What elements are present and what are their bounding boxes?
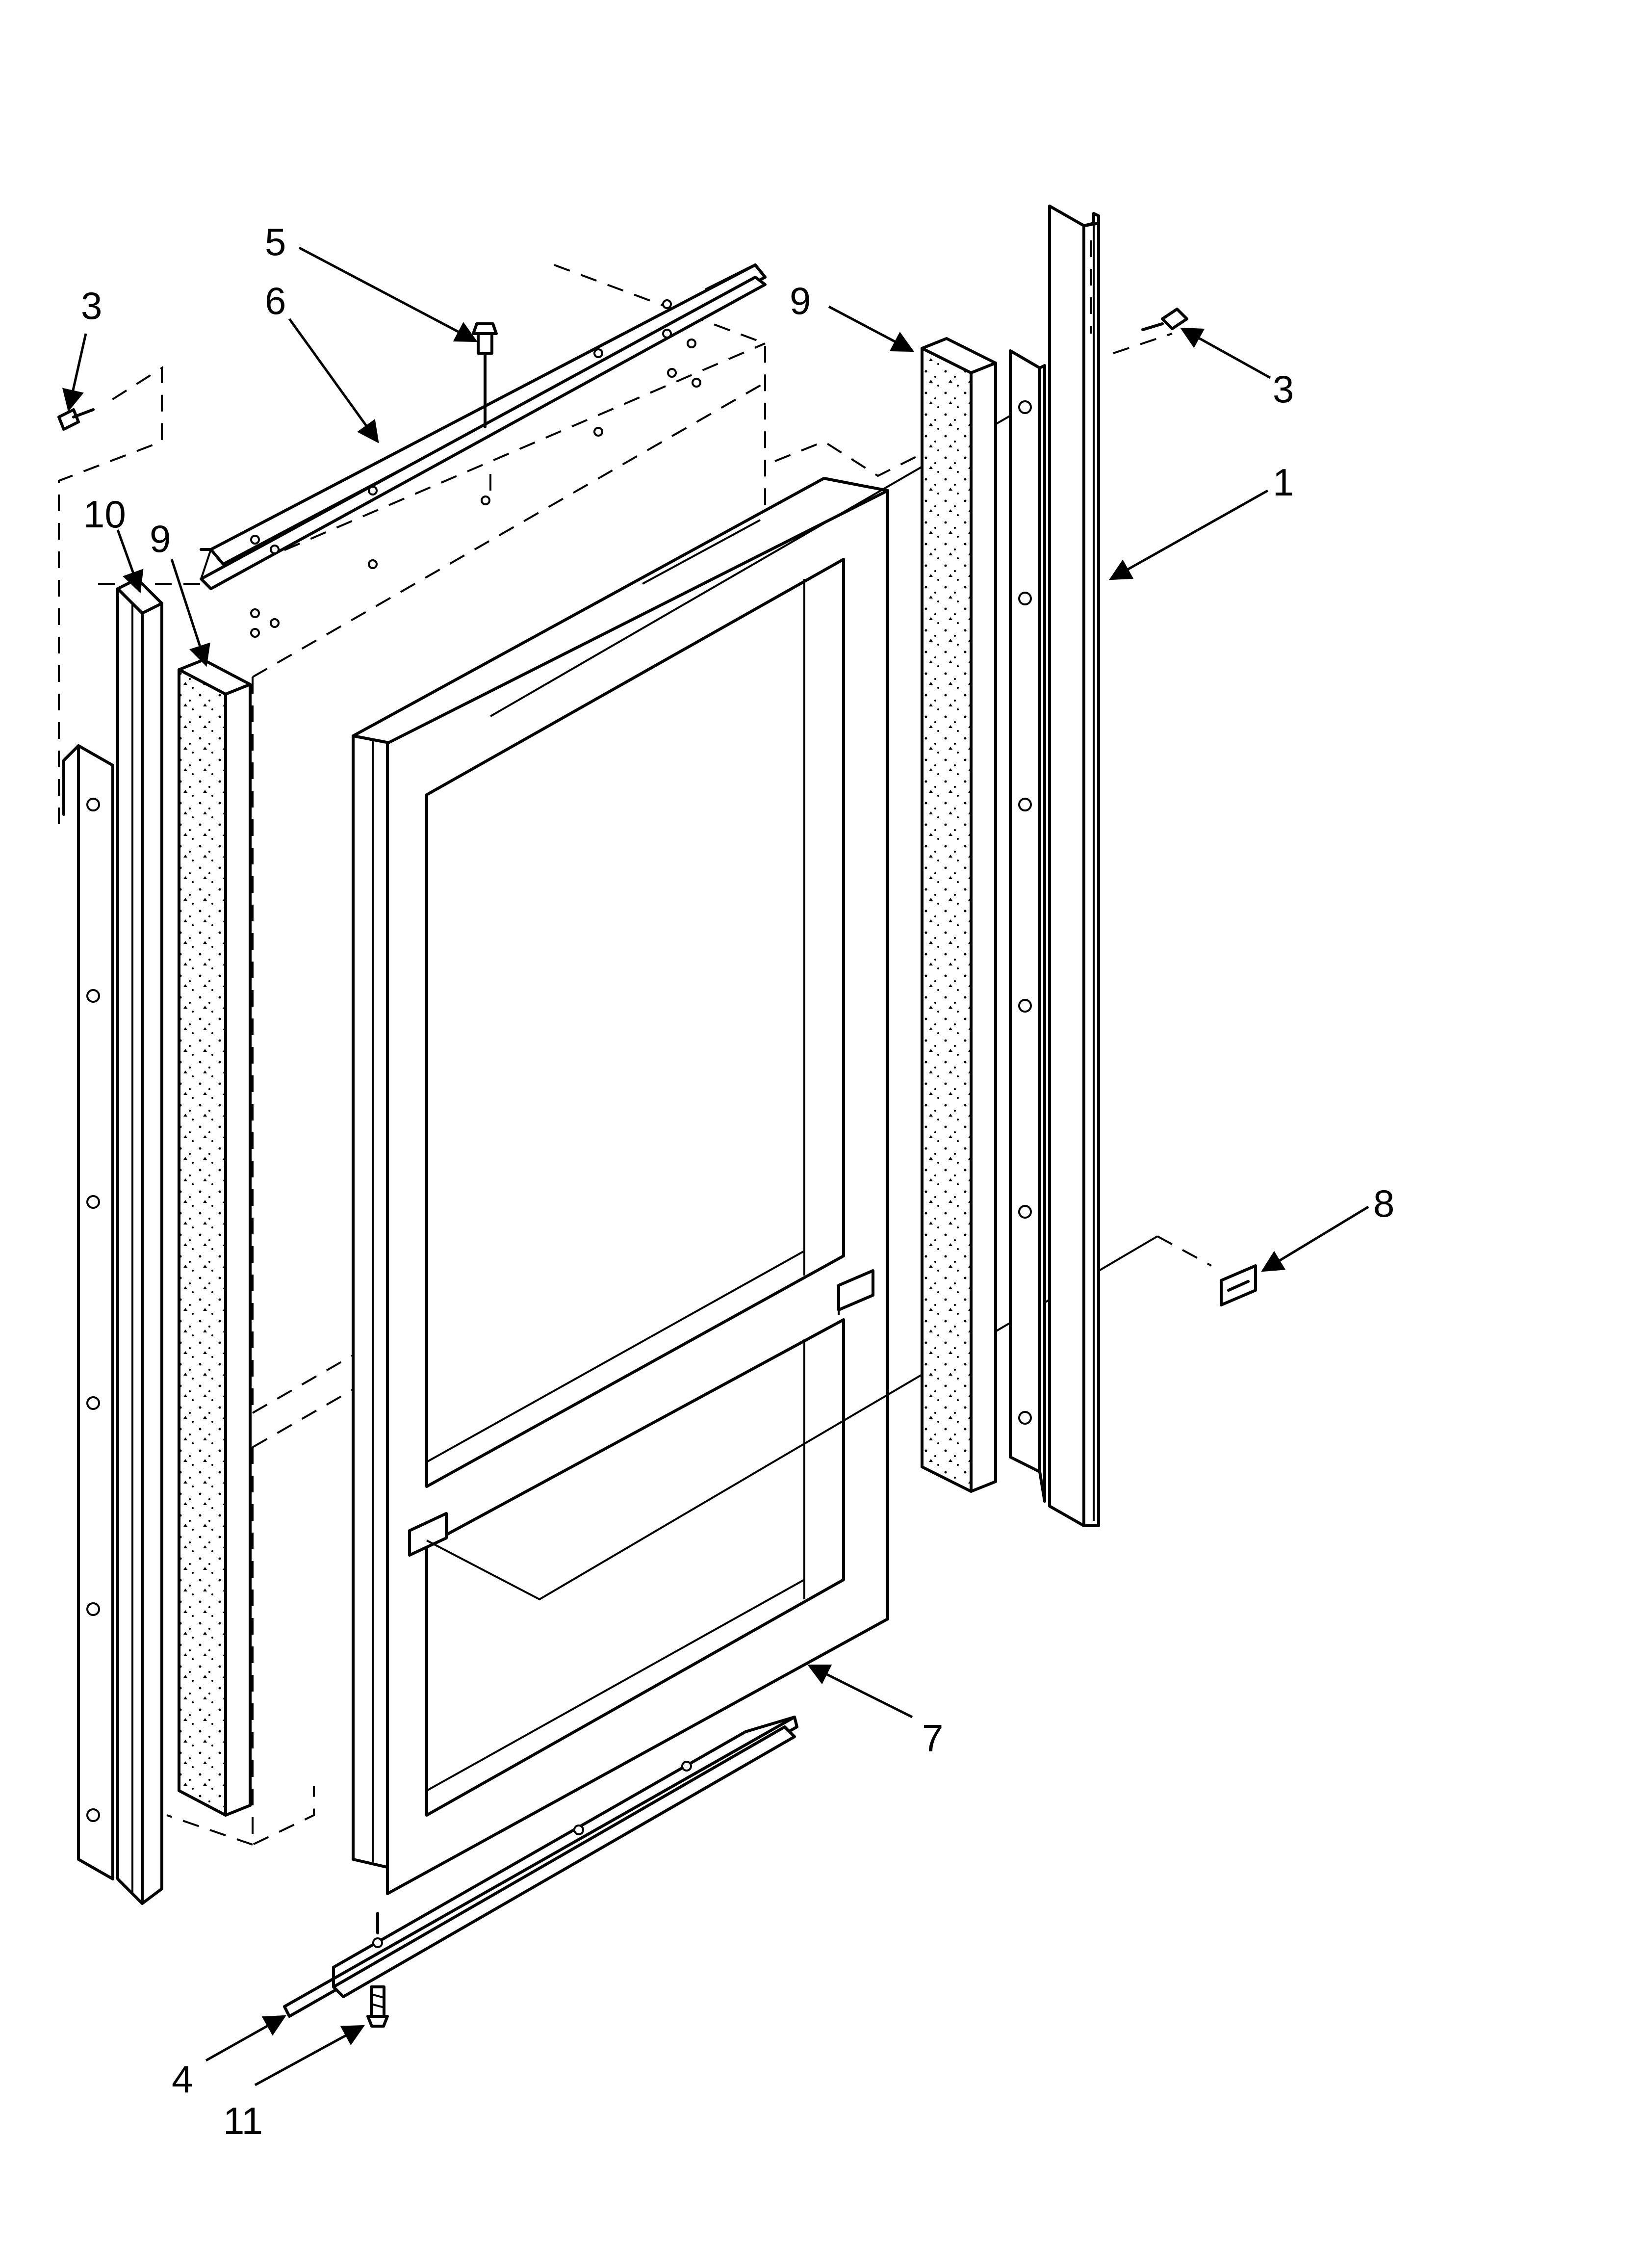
callout-labels: 5 6 3 10 9 9 3 1 8 7 4 11 <box>81 220 1394 2142</box>
top-channel-part-6 <box>200 263 767 638</box>
clip-part-8 <box>1220 1264 1257 1306</box>
callout-9-left: 9 <box>150 517 171 560</box>
bottom-channel-part-4 <box>283 1716 798 2018</box>
right-channel-part-1 <box>1048 205 1100 1527</box>
right-trim-strip <box>1009 349 1046 1503</box>
left-trim-strip <box>62 744 114 1880</box>
door-frame-part-7 <box>352 477 889 1895</box>
callout-5: 5 <box>265 220 286 263</box>
left-foam-strip-part-9 <box>178 658 252 1817</box>
callout-7: 7 <box>922 1717 943 1760</box>
screw-part-3-right <box>1141 308 1188 331</box>
leader-arrows <box>62 246 1369 2086</box>
callout-6: 6 <box>265 279 286 322</box>
callout-4: 4 <box>172 2058 193 2101</box>
callout-8: 8 <box>1373 1182 1394 1225</box>
screw-part-11 <box>366 1985 389 2028</box>
right-foam-strip-part-9 <box>921 337 997 1493</box>
callout-3-right: 3 <box>1273 367 1294 411</box>
left-channel-part-10 <box>116 577 163 1905</box>
callout-9-right: 9 <box>790 279 811 322</box>
callout-11: 11 <box>223 2099 263 2142</box>
callout-3-left: 3 <box>81 284 102 327</box>
callout-1: 1 <box>1273 461 1294 504</box>
screw-part-3-left <box>57 408 95 431</box>
callout-10: 10 <box>83 493 126 536</box>
